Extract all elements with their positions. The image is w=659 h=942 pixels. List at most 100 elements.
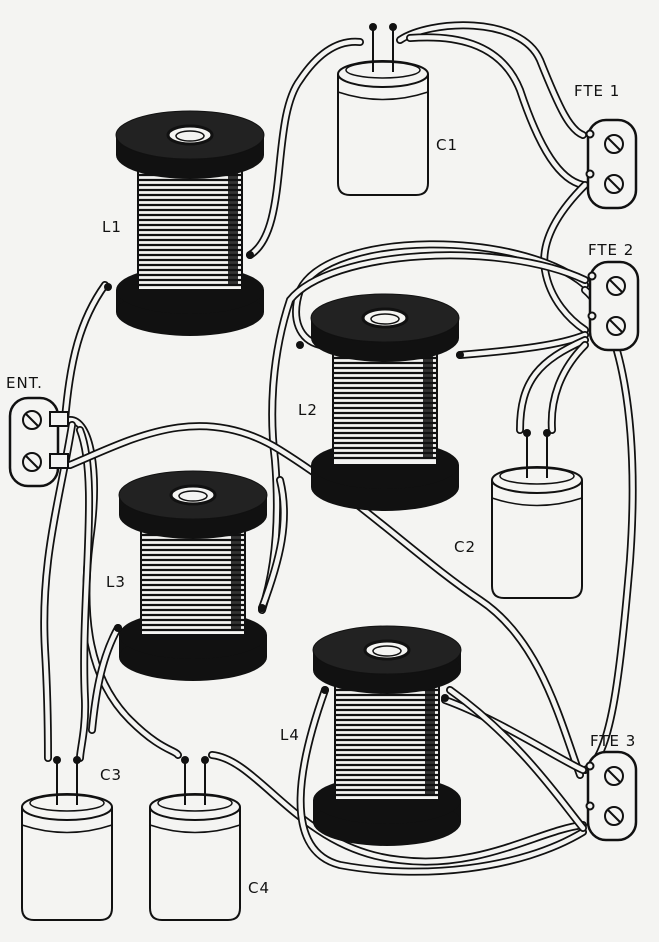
solder-point (296, 341, 304, 349)
terminal-plate (586, 750, 638, 842)
wire (396, 21, 587, 139)
center-hole (372, 645, 402, 657)
wire (208, 751, 587, 866)
solder-point (114, 624, 122, 632)
screw-slot (609, 319, 623, 333)
wire-outline (581, 286, 637, 774)
label-c4: C4 (248, 879, 270, 897)
wire-fill (259, 253, 588, 613)
wire (66, 422, 584, 779)
winding-shadow (423, 342, 433, 459)
solder-point (369, 23, 377, 31)
terminal-fte2 (587, 260, 640, 352)
wire-fill (397, 23, 586, 138)
solder-point (523, 429, 531, 437)
wire-fill (549, 342, 588, 433)
wire-fill (541, 182, 588, 333)
solder-point (321, 686, 329, 694)
wire-fill (259, 477, 287, 611)
wire-fill (447, 687, 586, 831)
wire (292, 240, 589, 349)
wire (76, 426, 94, 762)
label-l4: L4 (280, 726, 300, 744)
terminal-plate (586, 118, 638, 210)
wire (40, 421, 76, 762)
wire (246, 37, 364, 259)
winding-shadow (425, 674, 435, 794)
wires (40, 21, 637, 876)
screw-slot (607, 769, 621, 783)
wire (61, 281, 109, 424)
wire (441, 696, 587, 774)
lug (587, 311, 597, 321)
wire-fill (298, 687, 586, 874)
wire-fill (407, 35, 586, 188)
wire (446, 686, 587, 832)
wire-fill (457, 332, 588, 358)
terminal-fte1 (585, 118, 638, 210)
label-entry: ENT. (6, 374, 43, 392)
wire-fill (41, 422, 75, 761)
lug (587, 271, 597, 281)
wire (88, 624, 122, 734)
capacitor-c2 (491, 429, 583, 599)
wire (406, 33, 587, 189)
screw-slot (609, 279, 623, 293)
capacitor-sleeve (337, 91, 429, 101)
capacitor-body (21, 807, 113, 921)
screw-slot (607, 177, 621, 191)
wire-fill (442, 697, 586, 773)
label-c2: C2 (454, 538, 476, 556)
coil-l3 (118, 470, 268, 681)
solder-point (441, 694, 449, 702)
screw-slot (607, 809, 621, 823)
wire (258, 251, 589, 614)
wire-fill (247, 39, 363, 258)
capacitor-c1 (337, 23, 429, 196)
wire-fill (209, 752, 586, 864)
screw-slot (25, 455, 39, 469)
label-fte2: FTE 2 (588, 241, 634, 259)
solder-point (456, 351, 464, 359)
label-fte3: FTE 3 (590, 732, 636, 750)
components (8, 23, 640, 921)
labels: ENT. FTE 1 FTE 2 FTE 3 L1 L2 L3 L4 C1 C2… (6, 82, 636, 897)
lug (49, 411, 69, 427)
capacitor-sleeve (21, 824, 113, 834)
wire (456, 331, 589, 359)
wire-fill (62, 282, 108, 423)
wire (547, 341, 589, 434)
solder-point (201, 756, 209, 764)
terminal-plate (588, 260, 640, 352)
center-hole (175, 130, 205, 142)
winding-shadow (228, 159, 238, 284)
solder-point (258, 604, 266, 612)
solder-point (53, 756, 61, 764)
capacitor-top (345, 61, 421, 79)
coil-l2 (310, 293, 460, 511)
label-l2: L2 (298, 401, 318, 419)
capacitor-sleeve (491, 497, 583, 507)
capacitor-top (157, 794, 233, 812)
terminal-fte3 (585, 750, 638, 842)
label-fte1: FTE 1 (574, 82, 620, 100)
center-hole (370, 313, 400, 325)
label-c3: C3 (100, 766, 122, 784)
label-c1: C1 (436, 136, 458, 154)
capacitor-top (499, 467, 575, 485)
lug (49, 453, 69, 469)
capacitor-c4 (149, 756, 241, 921)
winding-shadow (231, 519, 241, 629)
wire-fill (582, 287, 635, 773)
coil-l4 (312, 625, 462, 846)
solder-point (246, 251, 254, 259)
terminal-entry (8, 396, 69, 488)
lug (585, 761, 595, 771)
wire-fill (67, 423, 583, 778)
wire-fill (89, 625, 121, 733)
capacitor-body (491, 480, 583, 599)
coil-l1 (115, 110, 265, 336)
capacitor-top (29, 794, 105, 812)
